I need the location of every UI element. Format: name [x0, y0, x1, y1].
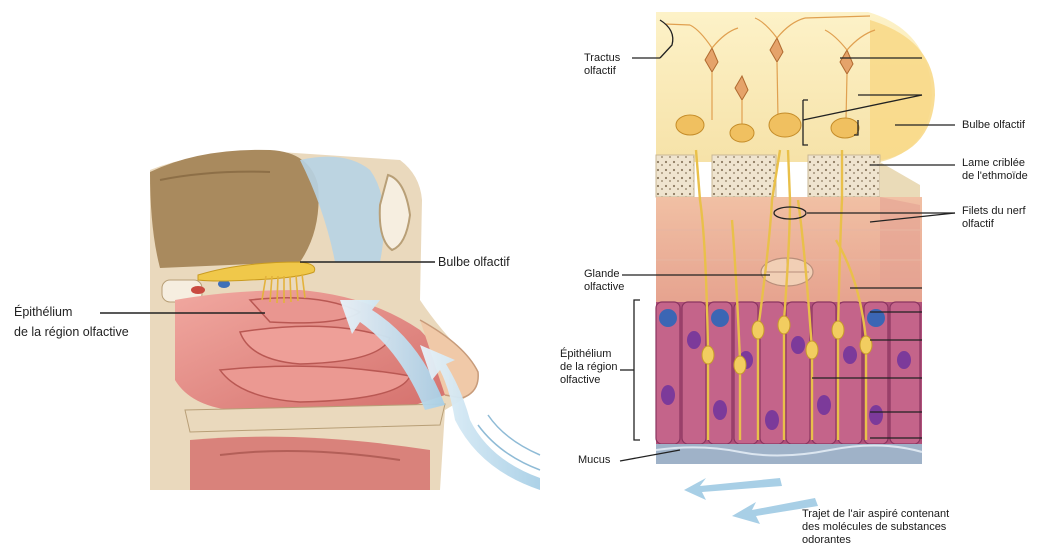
label-text: Épithélium	[560, 348, 618, 361]
label-text: de l'ethmoïde	[962, 170, 1028, 183]
label-text: de la région olfactive	[14, 325, 129, 339]
brain	[150, 150, 319, 268]
label-text: Filets du nerf	[962, 205, 1026, 218]
label-text: Bulbe olfactif	[962, 119, 1025, 132]
label-text: Glande	[584, 268, 624, 281]
label-text: odorantes	[802, 534, 949, 547]
air-arrow-1	[684, 478, 782, 500]
label-text: de la région	[560, 361, 618, 374]
label-text: des molécules de substances	[802, 521, 949, 534]
bulb-lobe	[870, 20, 935, 160]
label-text: Tractus	[584, 52, 620, 65]
label-text: olfactive	[560, 374, 618, 387]
label-text: olfactive	[584, 281, 624, 294]
label-mucus: Mucus	[578, 454, 610, 467]
label-bulbe-olfactif-left: Bulbe olfactif	[438, 255, 510, 269]
sagittal-head-section	[150, 150, 540, 490]
olfactory-epithelium-detail	[656, 12, 935, 524]
label-trajet-air: Trajet de l'air aspiré contenant des mol…	[802, 508, 949, 547]
label-text: Épithélium	[14, 305, 129, 319]
label-text: Mucus	[578, 454, 610, 467]
label-text: Bulbe olfactif	[438, 255, 510, 269]
label-text: Lame criblée	[962, 157, 1028, 170]
label-text: olfactif	[584, 65, 620, 78]
label-epithelium-left: Épithélium de la région olfactive	[14, 305, 129, 339]
label-filets-nerf: Filets du nerf olfactif	[962, 205, 1026, 231]
label-text: olfactif	[962, 218, 1026, 231]
label-epithelium-right: Épithélium de la région olfactive	[560, 348, 618, 387]
label-glande-olfactive: Glande olfactive	[584, 268, 624, 294]
label-lame-criblee: Lame criblée de l'ethmoïde	[962, 157, 1028, 183]
label-bulbe-olfactif-right: Bulbe olfactif	[962, 119, 1025, 132]
label-text: Trajet de l'air aspiré contenant	[802, 508, 949, 521]
label-tractus-olfactif: Tractus olfactif	[584, 52, 620, 78]
